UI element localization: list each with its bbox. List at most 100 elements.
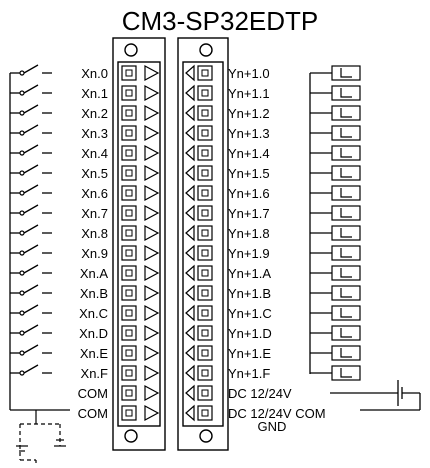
load-icon [340,208,352,218]
input-pin-box [121,125,137,141]
load-box [331,185,361,201]
switch-blade [23,164,39,174]
load-box [331,325,361,341]
output-pin-box [197,365,213,381]
input-label: Xn.B [80,286,108,301]
switch-contact [19,130,25,136]
com-label: COM [78,386,108,401]
output-label: Yn+1.6 [228,186,270,201]
input-label: Xn.1 [81,86,108,101]
output-label: Yn+1.E [228,346,271,361]
input-label: Xn.6 [81,186,108,201]
output-pin-tab [185,304,195,322]
switch-blade [23,124,39,134]
output-label: Yn+1.A [228,266,271,281]
switch-contact [19,210,25,216]
input-pin-box [121,185,137,201]
input-pin-contact [125,409,133,417]
input-pin-contact [125,309,133,317]
input-pin-tab [144,64,160,82]
input-label: Xn.0 [81,66,108,81]
load-box [331,245,361,261]
switch-blade [23,84,39,94]
switch-contact [19,270,25,276]
input-pin-contact [125,389,133,397]
load-box [331,305,361,321]
switch-contact [19,370,25,376]
input-pin-tab [144,364,160,382]
output-label: Yn+1.9 [228,246,270,261]
input-pin-box [121,385,137,401]
input-pin-tab [144,304,160,322]
load-icon [340,348,352,358]
input-pin-box [121,165,137,181]
output-pin-box [197,385,213,401]
output-pin-contact [201,389,209,397]
com-label: COM [78,406,108,421]
input-label: Xn.4 [81,146,108,161]
output-pin-tab [185,144,195,162]
output-label: Yn+1.7 [228,206,270,221]
output-pin-tab [185,164,195,182]
load-box [331,65,361,81]
output-pin-contact [201,209,209,217]
switch-contact [19,190,25,196]
output-pin-contact [201,409,209,417]
output-pin-tab [185,64,195,82]
load-icon [340,188,352,198]
output-pin-contact [201,349,209,357]
input-pin-contact [125,109,133,117]
switch-blade [23,304,39,314]
switch-contact [19,250,25,256]
load-icon [340,228,352,238]
output-pin-box [197,205,213,221]
input-pin-contact [125,169,133,177]
output-pin-tab [185,224,195,242]
switch-blade [23,184,39,194]
module-title: CM3-SP32EDTP [122,6,319,36]
output-pin-tab [185,384,195,402]
input-pin-tab [144,144,160,162]
switch-contact [19,90,25,96]
switch-blade [23,64,39,74]
load-box [331,165,361,181]
switch-contact [19,350,25,356]
output-pin-contact [201,69,209,77]
switch-blade [23,324,39,334]
input-pin-contact [125,329,133,337]
input-pin-tab [144,204,160,222]
switch-contact [19,110,25,116]
input-pin-tab [144,84,160,102]
input-label: Xn.8 [81,226,108,241]
input-pin-contact [125,209,133,217]
output-pin-box [197,345,213,361]
output-pin-box [197,325,213,341]
terminal-rows: Xn.0Xn.1Xn.2Xn.3Xn.4Xn.5Xn.6Xn.7Xn.8Xn.9… [10,64,361,434]
output-label: Yn+1.8 [228,226,270,241]
output-label: Yn+1.2 [228,106,270,121]
output-pin-tab [185,364,195,382]
input-pin-contact [125,349,133,357]
output-pin-box [197,405,213,421]
output-label: Yn+1.4 [228,146,270,161]
output-pin-contact [201,149,209,157]
input-label: Xn.2 [81,106,108,121]
output-pin-box [197,145,213,161]
load-icon [340,248,352,258]
load-box [331,345,361,361]
load-icon [340,128,352,138]
input-pin-contact [125,189,133,197]
output-pin-box [197,245,213,261]
load-box [331,225,361,241]
output-pin-tab [185,344,195,362]
output-dc-supply [309,73,421,411]
input-pin-contact [125,89,133,97]
input-pin-box [121,405,137,421]
power-label: DC 12/24V [228,386,292,401]
output-pin-contact [201,89,209,97]
load-icon [340,168,352,178]
load-box [331,265,361,281]
input-label: Xn.5 [81,166,108,181]
input-label: Xn.D [79,326,108,341]
